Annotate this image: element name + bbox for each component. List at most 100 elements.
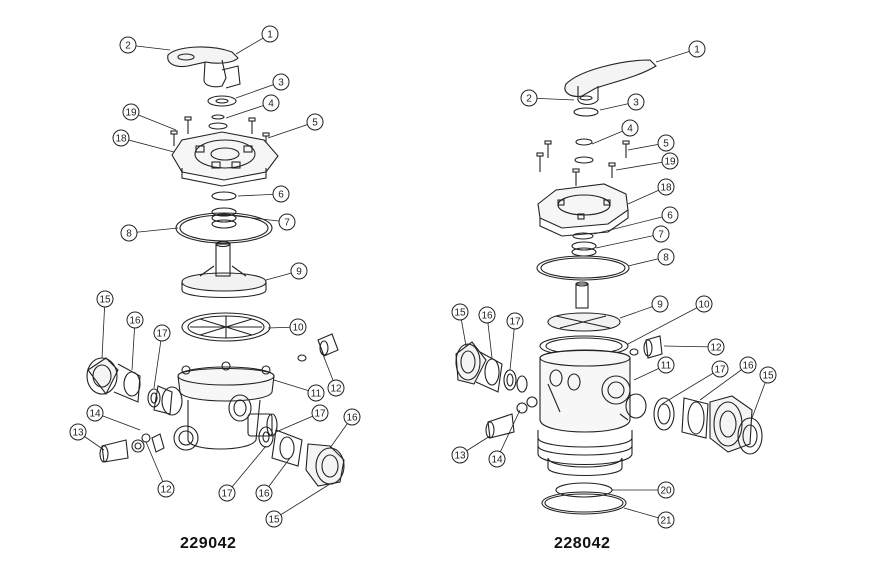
callout-9: 9 xyxy=(290,262,308,280)
callout-15: 15 xyxy=(96,290,114,308)
callout-3: 3 xyxy=(627,93,645,111)
callout-circle xyxy=(120,224,138,242)
callout-circle xyxy=(657,178,675,196)
callout-1: 1 xyxy=(261,25,279,43)
callout-13: 13 xyxy=(69,423,87,441)
callout-number: 16 xyxy=(129,316,141,327)
callout-number: 9 xyxy=(296,267,302,278)
callout-number: 3 xyxy=(633,98,639,109)
callout-number: 18 xyxy=(115,134,127,145)
callout-circle xyxy=(153,324,171,342)
callout-number: 13 xyxy=(72,428,84,439)
callout-19: 19 xyxy=(122,103,140,121)
callout-number: 15 xyxy=(268,515,280,526)
callout-circle xyxy=(652,225,670,243)
callout-circle xyxy=(621,119,639,137)
callout-circle xyxy=(289,318,307,336)
callout-number: 7 xyxy=(284,218,290,229)
callout-20: 20 xyxy=(657,481,675,499)
model-number-left: 229042 xyxy=(180,535,237,552)
callout-circle xyxy=(657,134,675,152)
callout-circle xyxy=(657,511,675,529)
callout-circle xyxy=(306,113,324,131)
callout-circle xyxy=(290,262,308,280)
callout-circle xyxy=(759,366,777,384)
callout-leader-line xyxy=(145,441,167,490)
callout-number: 12 xyxy=(160,485,172,496)
callout-number: 15 xyxy=(99,295,111,306)
callout-number: 5 xyxy=(663,139,669,150)
callout-8: 8 xyxy=(657,248,675,266)
callout-number: 9 xyxy=(657,300,663,311)
callout-17: 17 xyxy=(153,324,171,342)
callout-19: 19 xyxy=(661,152,679,170)
callout-16: 16 xyxy=(478,306,496,324)
callout-16: 16 xyxy=(343,408,361,426)
callout-15: 15 xyxy=(451,303,469,321)
callout-number: 11 xyxy=(311,389,322,400)
callout-12: 12 xyxy=(707,338,725,356)
callout-circle xyxy=(278,213,296,231)
callout-number: 17 xyxy=(314,409,326,420)
callout-circle xyxy=(627,93,645,111)
callout-number: 7 xyxy=(658,230,664,241)
callout-10: 10 xyxy=(289,318,307,336)
callout-circle xyxy=(657,248,675,266)
callout-circle xyxy=(451,446,469,464)
callout-number: 11 xyxy=(661,361,672,372)
callout-number: 8 xyxy=(663,253,669,264)
callout-number: 10 xyxy=(292,323,304,334)
callout-leader-line xyxy=(101,298,106,359)
callout-11: 11 xyxy=(307,384,325,402)
model-number-right: 228042 xyxy=(554,535,611,552)
callout-7: 7 xyxy=(278,213,296,231)
callout-leader-line xyxy=(120,137,175,153)
valve-228042-drawing xyxy=(455,59,763,515)
callout-15: 15 xyxy=(759,366,777,384)
callout-number: 15 xyxy=(454,308,466,319)
callout-1: 1 xyxy=(688,40,706,58)
callout-7: 7 xyxy=(652,225,670,243)
callout-number: 10 xyxy=(698,300,710,311)
callout-number: 13 xyxy=(454,451,466,462)
callout-number: 16 xyxy=(742,361,754,372)
callout-3: 3 xyxy=(272,73,290,91)
callout-6: 6 xyxy=(272,185,290,203)
callout-16: 16 xyxy=(126,311,144,329)
callout-circle xyxy=(261,25,279,43)
callout-circle xyxy=(657,356,675,374)
callout-circle xyxy=(157,480,175,498)
callout-circle xyxy=(272,185,290,203)
callout-leader-line xyxy=(627,303,705,345)
callout-number: 16 xyxy=(346,413,358,424)
callout-circle xyxy=(520,89,538,107)
callout-number: 17 xyxy=(156,329,168,340)
callout-circle xyxy=(112,129,130,147)
callout-number: 19 xyxy=(664,157,676,168)
callout-6: 6 xyxy=(661,206,679,224)
callout-number: 12 xyxy=(330,384,342,395)
callout-4: 4 xyxy=(262,94,280,112)
callout-leader-line xyxy=(699,364,749,401)
callout-leader-line xyxy=(153,332,163,389)
callout-17: 17 xyxy=(506,312,524,330)
callout-circle xyxy=(661,152,679,170)
callout-number: 5 xyxy=(312,118,318,129)
callout-circle xyxy=(506,312,524,330)
callout-17: 17 xyxy=(311,404,329,422)
callout-number: 6 xyxy=(667,211,673,222)
callout-number: 4 xyxy=(627,124,633,135)
callout-leader-line xyxy=(661,368,721,405)
callout-circle xyxy=(488,450,506,468)
callout-2: 2 xyxy=(119,36,137,54)
callout-leader-line xyxy=(663,345,717,348)
callout-circle xyxy=(327,379,345,397)
callout-circle xyxy=(265,510,283,528)
callout-circle xyxy=(255,484,273,502)
callout-5: 5 xyxy=(657,134,675,152)
callout-number: 17 xyxy=(221,489,233,500)
callout-14: 14 xyxy=(488,450,506,468)
callout-18: 18 xyxy=(657,178,675,196)
callout-circle xyxy=(86,404,104,422)
callout-18: 18 xyxy=(112,129,130,147)
